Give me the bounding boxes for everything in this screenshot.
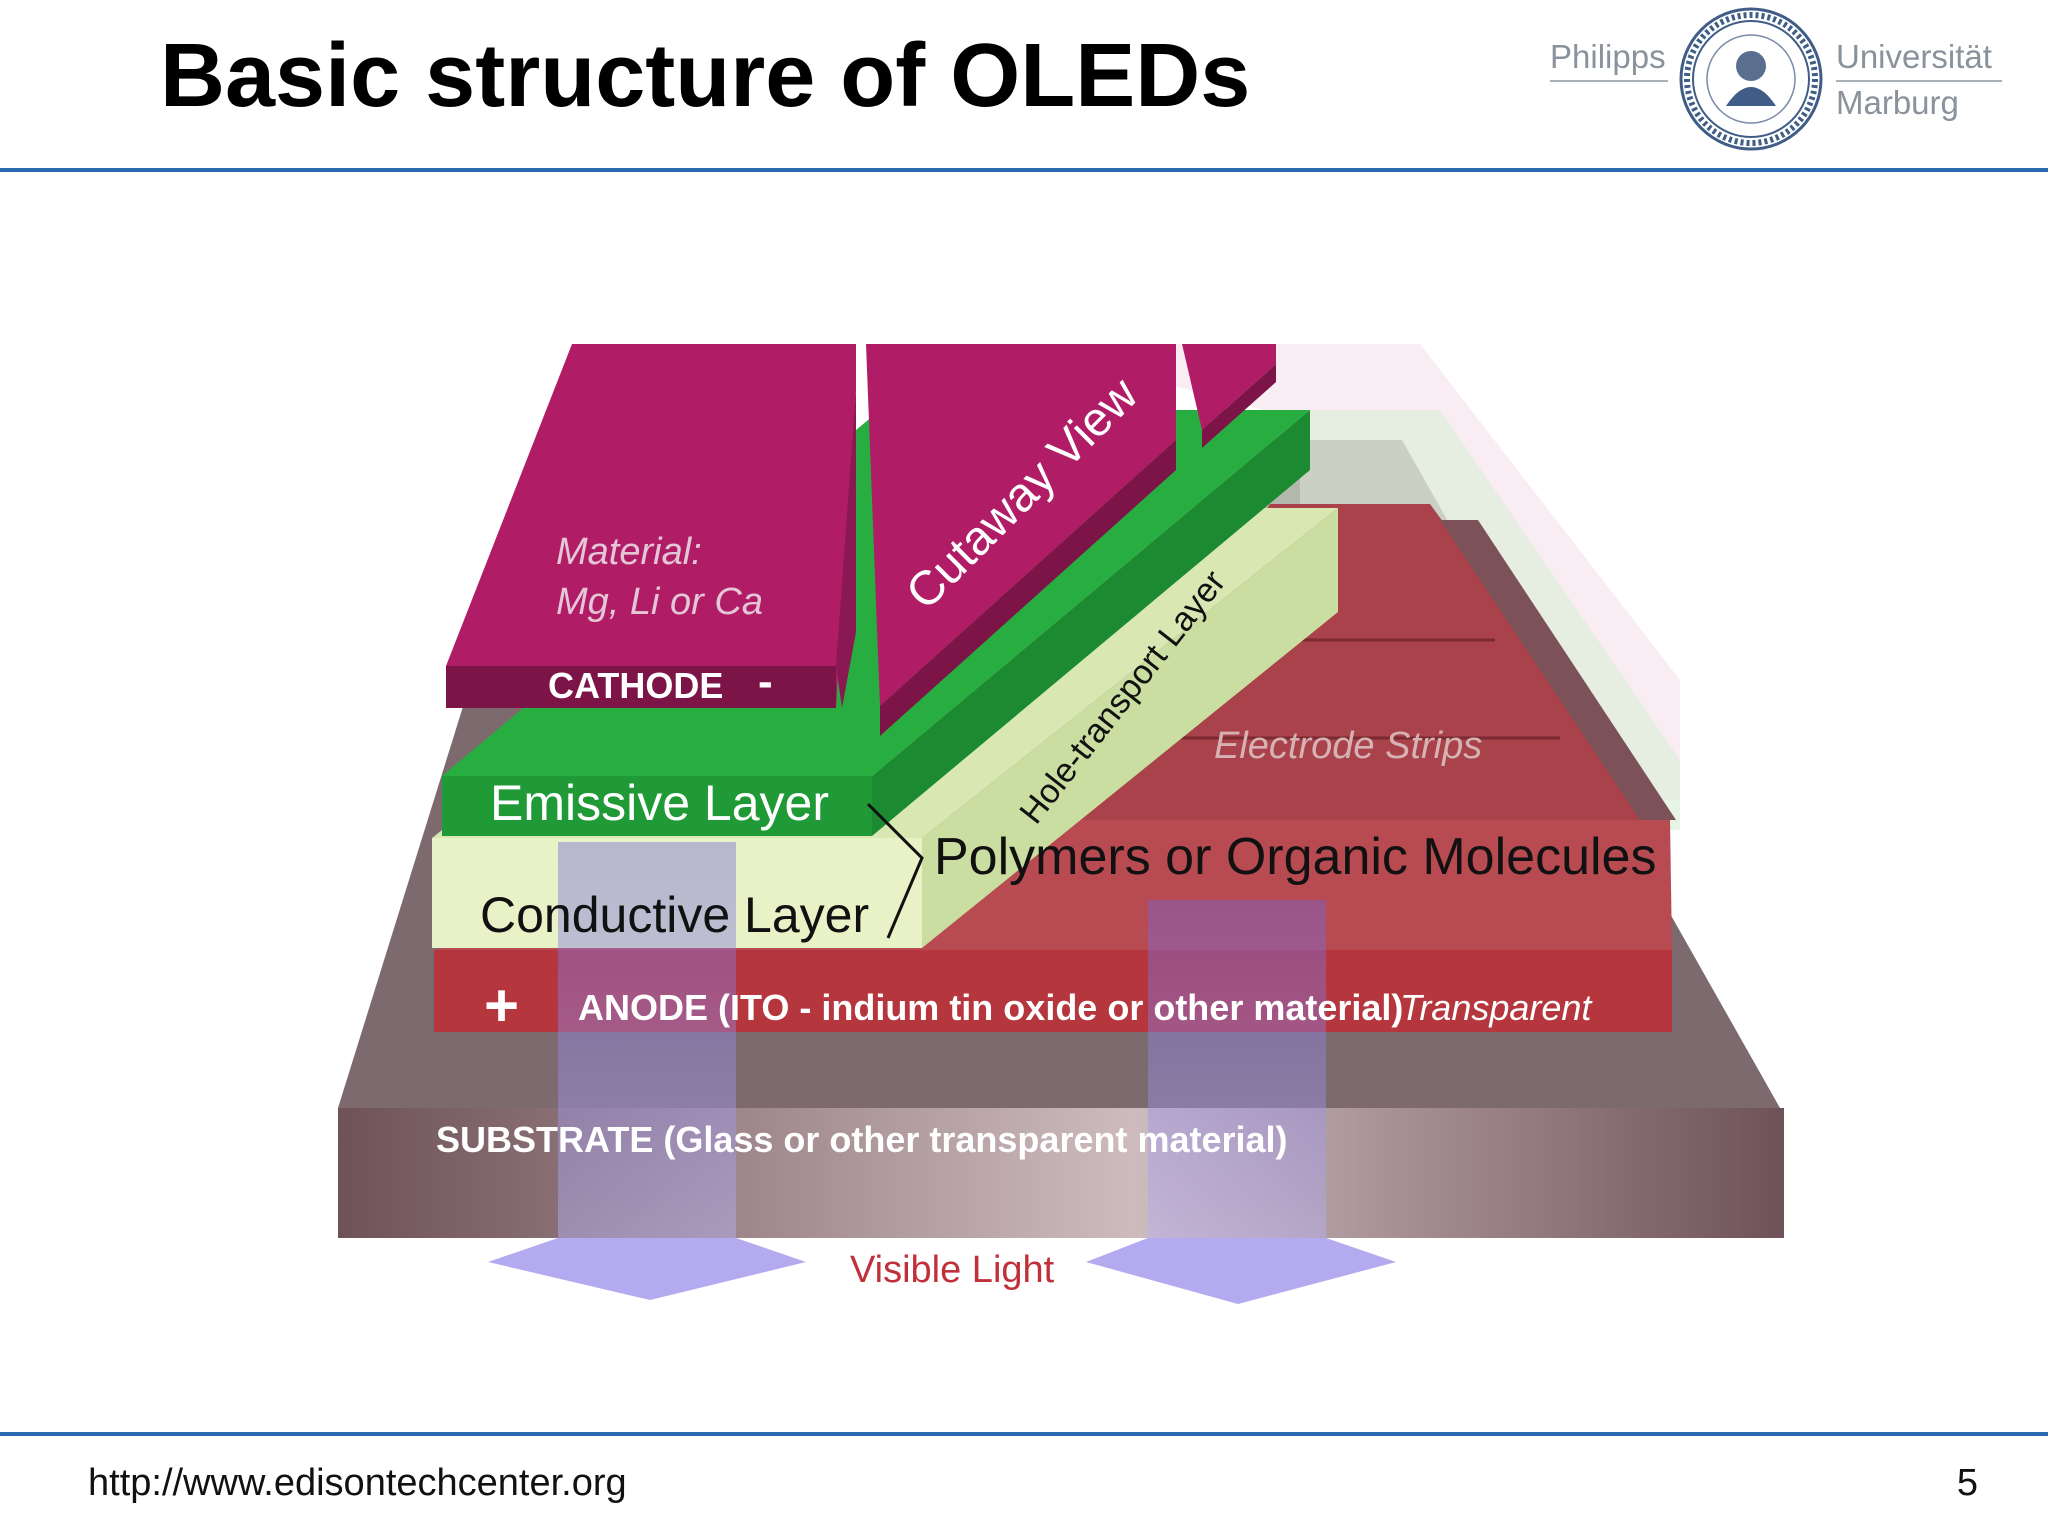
conductive-layer-side [922, 508, 1338, 948]
logo-divider-right [1836, 80, 2002, 82]
anode-front-face [434, 950, 1672, 1032]
emissive-layer-front [442, 776, 872, 836]
cathode-strip-front [1202, 364, 1276, 448]
light-beam-right [1148, 900, 1326, 1238]
oled-structure-diagram: Material: Mg, Li or Ca CATHODE - Cutaway… [338, 344, 1784, 1304]
light-beam-left [558, 842, 736, 1238]
logo-word-marburg: Marburg [1836, 84, 1959, 121]
logo-word-universitat: Universität [1836, 38, 1992, 75]
visible-light-arrow-left [488, 1238, 806, 1300]
visible-light-label: Visible Light [850, 1249, 1055, 1291]
electrode-strip-edge [1440, 520, 1676, 820]
anode-label: ANODE (ITO - indium tin oxide or other m… [578, 987, 1403, 1028]
title-underline [0, 168, 2048, 172]
cathode-left-top [446, 344, 856, 708]
polymers-label: Polymers or Organic Molecules [934, 828, 1656, 886]
cathode-cutaway-front [880, 440, 1176, 736]
source-url: http://www.edisontechcenter.org [88, 1462, 627, 1504]
university-logo: Philipps Universität Marburg [1550, 4, 2010, 154]
cathode-strip-top [1182, 344, 1276, 430]
cathode-left-front [446, 666, 836, 708]
cathode-sign: - [758, 657, 773, 706]
layer-brace-lines [866, 802, 924, 939]
conductive-layer-label: Conductive Layer [480, 887, 869, 943]
anode-sign: + [484, 972, 519, 1039]
electrode-strips-area [1070, 504, 1660, 820]
logo-word-philipps: Philipps [1550, 38, 1666, 75]
emissive-layer-side [872, 410, 1310, 836]
cathode-label: CATHODE [548, 665, 723, 706]
footer-rule [0, 1432, 2048, 1436]
logo-divider-left [1550, 80, 1668, 82]
cathode-left-side [836, 390, 856, 708]
cathode-material-label: Material: [556, 531, 702, 573]
cathode-cutaway-top [866, 344, 1176, 706]
visible-light-arrow-right [1086, 1238, 1396, 1304]
university-seal-icon [1679, 7, 1823, 151]
page-number: 5 [1956, 1462, 1978, 1504]
substrate-label: SUBSTRATE (Glass or other transparent ma… [436, 1119, 1288, 1160]
slide-title: Basic structure of OLEDs [160, 26, 1251, 126]
cathode-material-value: Mg, Li or Ca [556, 581, 763, 623]
electrode-strips-label: Electrode Strips [1214, 725, 1482, 767]
emissive-layer-label: Emissive Layer [490, 775, 829, 831]
anode-transparent-label: Transparent [1400, 987, 1593, 1028]
